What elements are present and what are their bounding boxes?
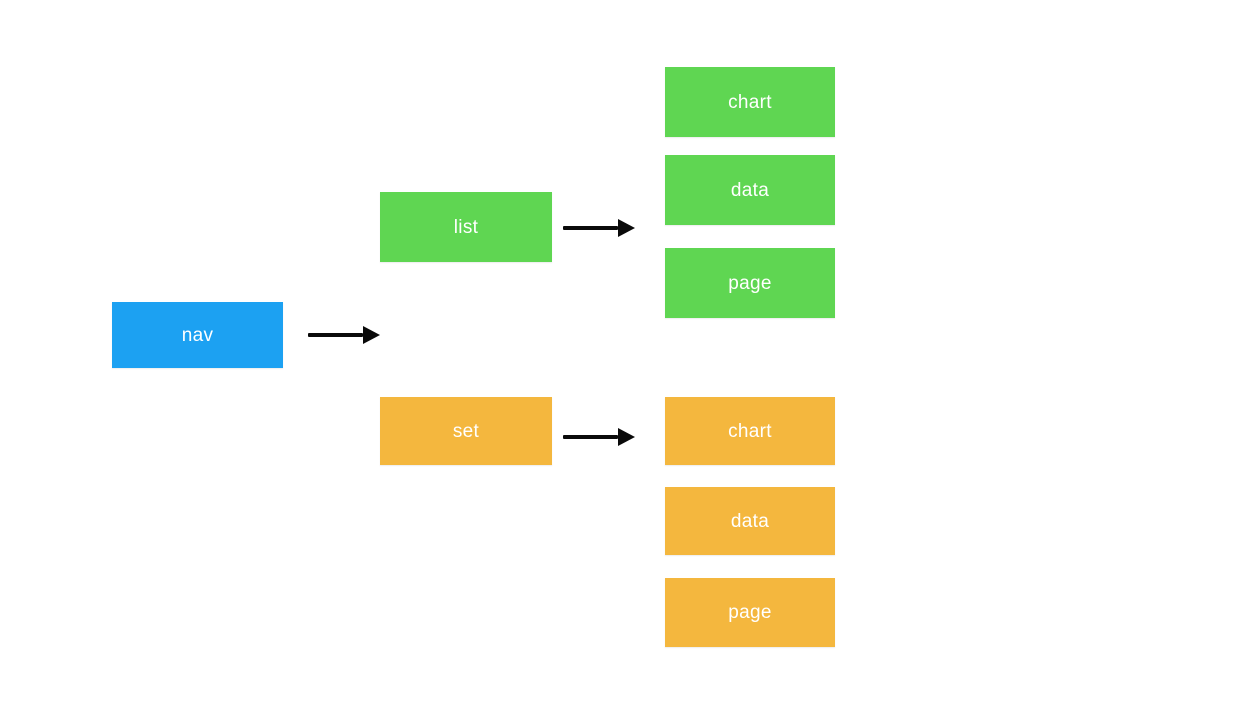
node-set-chart-label: chart — [728, 420, 772, 442]
node-list: list — [380, 192, 552, 262]
node-list-page: page — [665, 248, 835, 318]
arrow-list — [563, 218, 635, 238]
node-list-chart: chart — [665, 67, 835, 137]
node-list-label: list — [453, 216, 479, 238]
node-set-page: page — [665, 578, 835, 647]
arrow-set — [563, 427, 635, 447]
arrow-nav — [308, 325, 380, 345]
node-set: set — [380, 397, 552, 465]
node-set-data: data — [665, 487, 835, 555]
arrowhead-icon — [363, 326, 380, 344]
node-list-chart-label: chart — [728, 91, 772, 113]
node-list-data: data — [665, 155, 835, 225]
node-set-label: set — [452, 420, 480, 442]
arrow-shaft — [308, 333, 363, 337]
arrowhead-icon — [618, 428, 635, 446]
node-list-data-label: data — [730, 179, 770, 201]
node-set-page-label: page — [728, 602, 772, 623]
arrow-shaft — [563, 435, 618, 439]
node-list-page-label: page — [728, 272, 772, 294]
node-set-data-label: data — [730, 510, 770, 532]
arrowhead-icon — [618, 219, 635, 237]
node-nav-label: nav — [181, 324, 214, 346]
node-set-chart: chart — [665, 397, 835, 465]
node-nav: nav — [112, 302, 283, 368]
arrow-shaft — [563, 226, 618, 230]
